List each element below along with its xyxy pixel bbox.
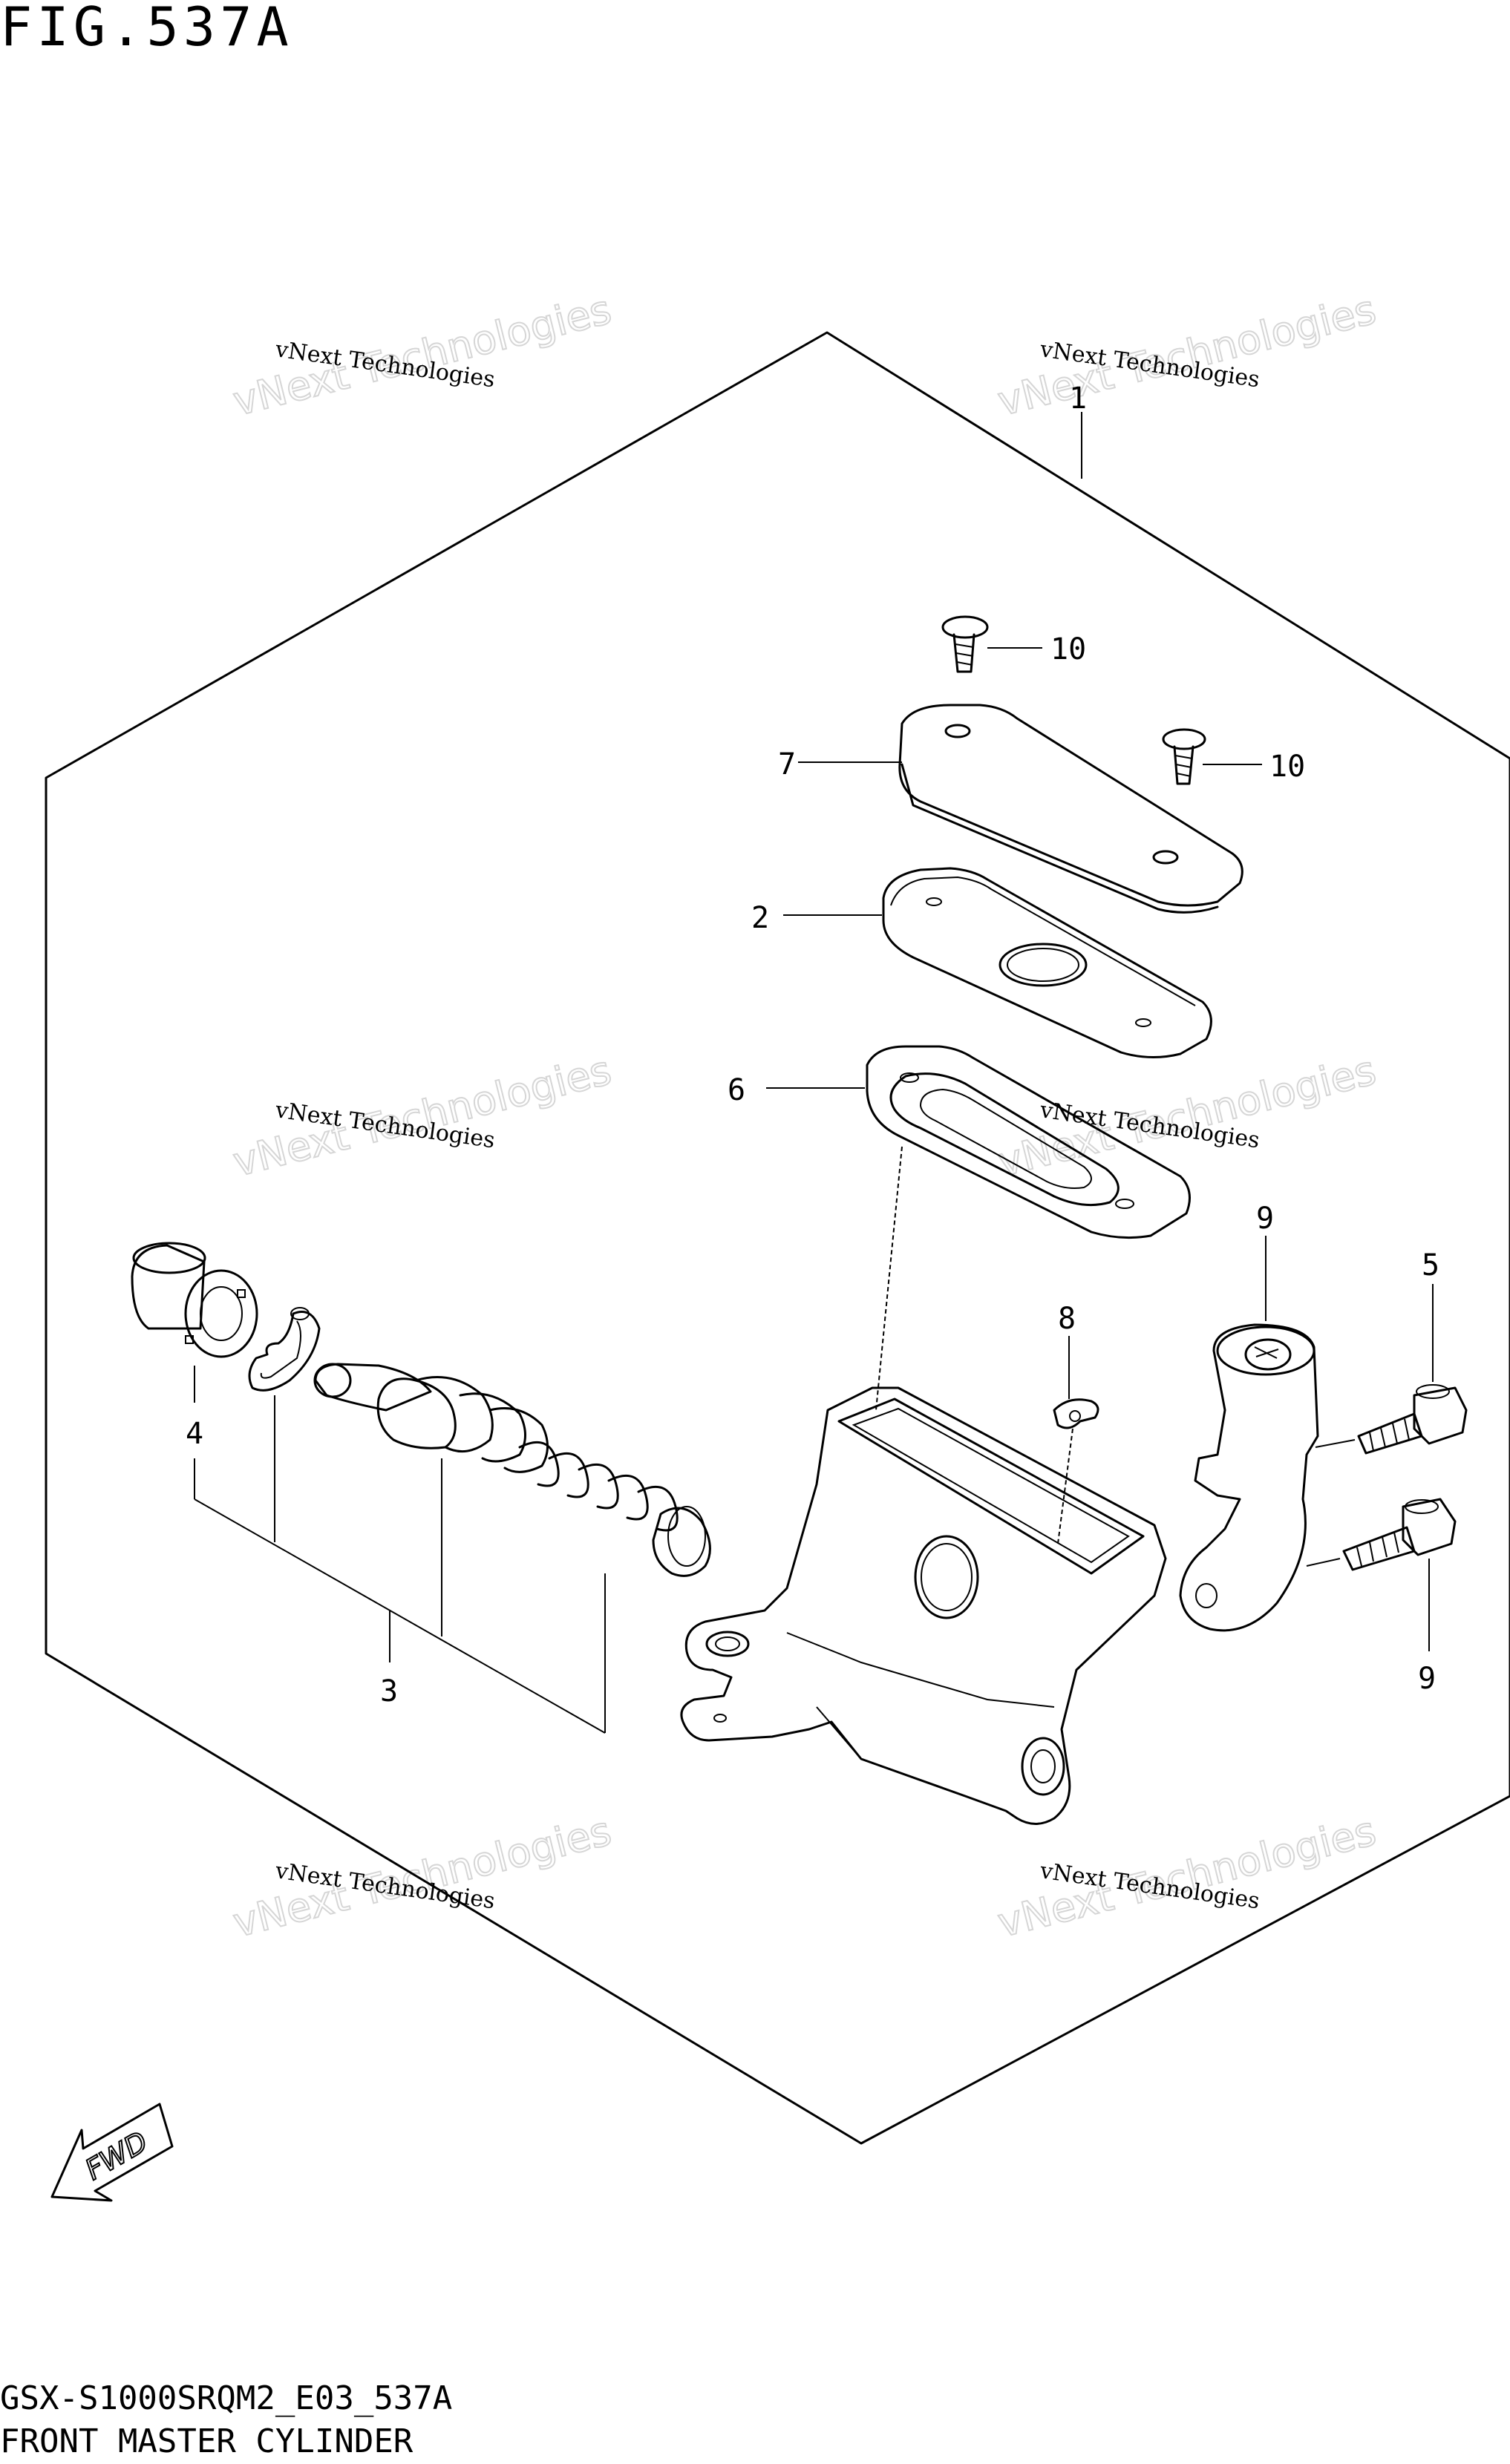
dust-boot-4: [131, 1242, 258, 1358]
callout-6: 6: [728, 1073, 745, 1107]
fwd-arrow-icon: FWD: [50, 2103, 174, 2202]
model-code: GSX-S1000SRQM2_E03_537A: [0, 2379, 453, 2417]
watermark-bottom-left: vNext Technologies vNext Technologies: [228, 1806, 617, 1947]
figure-title: FIG.537A: [0, 0, 293, 58]
assembly-boundary: [45, 331, 1510, 2145]
bolt-9-lower: [1306, 1498, 1457, 1651]
master-cylinder-body: [680, 1386, 1167, 1825]
callout-5: 8: [1058, 1302, 1076, 1336]
mirror-holder-8: [1179, 1236, 1319, 1632]
callout-8: 9: [1256, 1202, 1274, 1236]
screw-10-top: [941, 615, 1042, 673]
bolt-9-upper: [1315, 1284, 1468, 1455]
figure-caption: FRONT MASTER CYLINDER: [0, 2422, 414, 2460]
callout-leaders-3-4: [194, 1366, 606, 1734]
reservoir-cap-7: [798, 704, 1243, 914]
watermark-mid-left: vNext Technologies vNext Technologies: [228, 1046, 617, 1186]
callout-7: 7: [778, 747, 796, 782]
callout-3: 3: [380, 1674, 398, 1708]
callout-10-right: 10: [1269, 750, 1305, 784]
gasket-plate-6: [766, 1045, 1191, 1411]
clip-5: [1053, 1336, 1099, 1544]
diaphragm-plate-2: [783, 867, 1212, 1058]
callout-9-upper: 5: [1422, 1248, 1439, 1282]
piston-assembly: [313, 1363, 549, 1473]
watermark-top-left: vNext Technologies vNext Technologies: [228, 285, 617, 425]
callout-4: 4: [186, 1417, 203, 1451]
callout-1: 1: [1069, 381, 1087, 416]
screw-10-right: [1162, 728, 1262, 785]
watermark-mid-right: vNext Technologies vNext Technologies: [993, 1046, 1382, 1186]
svg-text:FWD: FWD: [80, 2125, 154, 2186]
watermark-bottom-right: vNext Technologies vNext Technologies: [993, 1806, 1382, 1947]
watermark-top-right: vNext Technologies vNext Technologies: [993, 285, 1382, 425]
callout-10-top: 10: [1050, 632, 1086, 666]
callout-2: 2: [751, 901, 769, 935]
snap-ring: [248, 1307, 321, 1392]
return-spring: [518, 1441, 711, 1577]
callout-9-lower: 9: [1418, 1662, 1436, 1696]
